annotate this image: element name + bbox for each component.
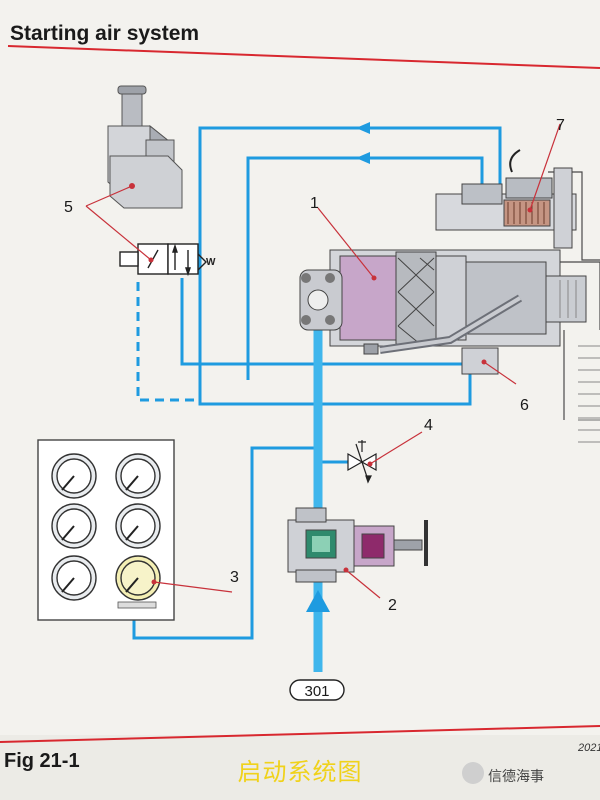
callout-1-line [317, 207, 375, 279]
gauge-6-highlighted [115, 555, 161, 601]
callout-6-line [483, 361, 517, 385]
callout-2: 2 [388, 597, 397, 614]
flow-arrow-lower [356, 152, 370, 164]
watermark-logo-icon [462, 762, 484, 784]
gauge-4 [115, 503, 161, 549]
gauge-panel-3 [37, 439, 175, 621]
callout-4-line [369, 431, 423, 465]
diagram-title: Starting air system [10, 22, 200, 45]
footer-rule [0, 725, 600, 743]
component-1-pipe-inner [379, 296, 522, 352]
pilot-line-upper [198, 126, 502, 278]
gauge-5 [51, 555, 97, 601]
solenoid-valve-5 [107, 85, 183, 209]
figure-label: Fig 21-1 [4, 750, 80, 772]
page-footer-band [0, 735, 600, 800]
control-line-6 [198, 278, 472, 406]
callout-2-line [345, 569, 381, 599]
supply-badge-301: 301 [289, 679, 345, 701]
reducing-valve-2 [287, 507, 428, 583]
component-6 [461, 347, 499, 375]
callout-5: 5 [64, 199, 73, 216]
callout-3: 3 [230, 569, 239, 586]
corner-text: 2021 [578, 742, 600, 754]
supply-flow-arrow [306, 590, 330, 612]
frame-ticks [578, 345, 600, 443]
gauge-feed-line [132, 446, 318, 640]
callout-lines [85, 123, 561, 599]
valve-symbol-5 [119, 243, 207, 277]
header-rule [7, 45, 600, 69]
flow-arrow-upper [356, 122, 370, 134]
caption: 启动系统图 [237, 758, 363, 786]
callout-3-line [153, 581, 233, 593]
callout-4: 4 [424, 417, 433, 434]
relief-valve-4 [347, 440, 377, 484]
callout-6: 6 [520, 397, 529, 414]
gauge-nameplate [117, 601, 157, 609]
gauge-2 [115, 453, 161, 499]
callout-7: 7 [556, 117, 565, 134]
callout-7-line [529, 123, 561, 211]
valve-w-label: W [206, 257, 216, 268]
supply-label: 301 [304, 683, 329, 700]
gauge-1 [51, 453, 97, 499]
watermark: 信德海事 [488, 769, 544, 785]
return-line [180, 278, 470, 366]
callout-5-line [85, 185, 152, 261]
component-7 [435, 149, 577, 249]
gauge-3 [51, 503, 97, 549]
callout-1: 1 [310, 195, 319, 212]
component-1 [299, 249, 587, 355]
dashed-pilot-line [136, 282, 196, 402]
